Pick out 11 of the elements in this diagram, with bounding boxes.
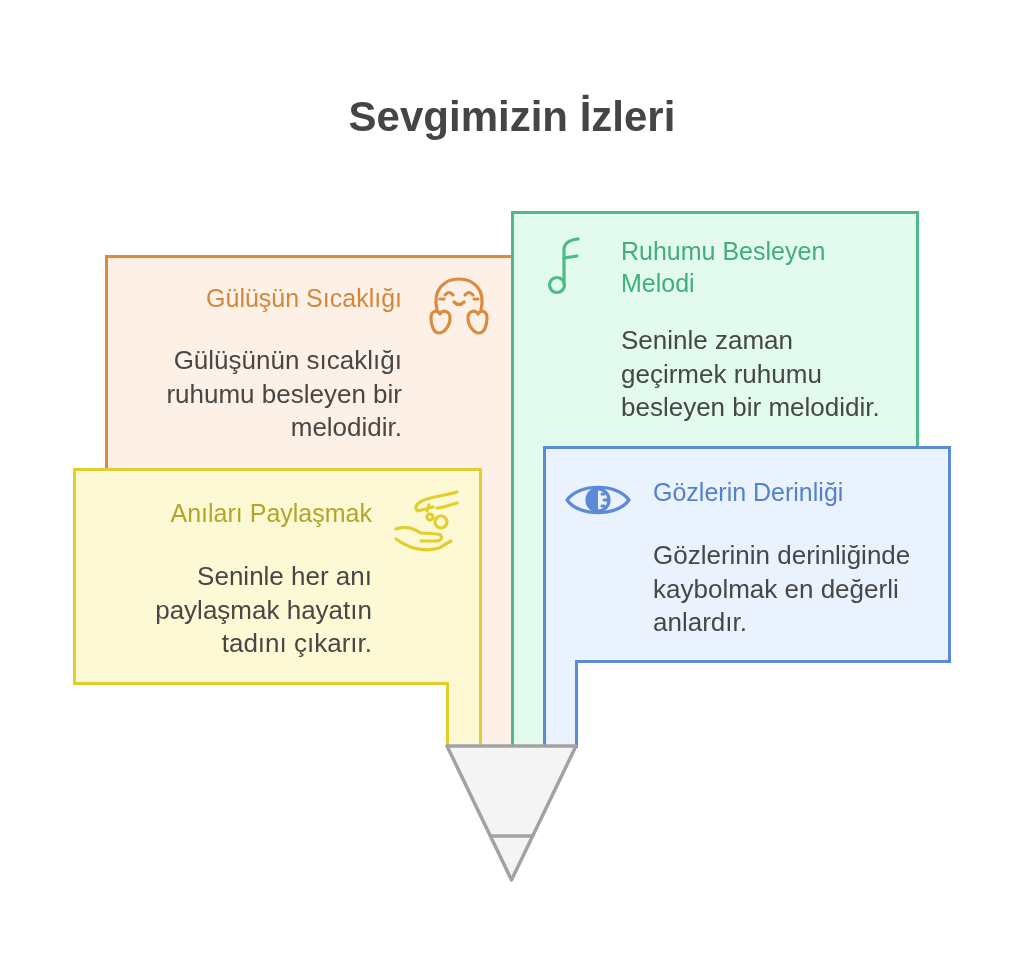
panel-heading: Anıları Paylaşmak [169, 498, 372, 529]
funnel-shape [444, 743, 579, 884]
panel-heading: Ruhumu Besleyen Melodi [621, 236, 827, 299]
panel-description: Seninle zaman geçirmek ruhumu besleyen bir melodidir. [621, 324, 881, 424]
panel-heading: Gözlerin Derinliği [653, 477, 845, 508]
panel-description: Gülüşünün sıcaklığı ruhumu besleyen bir melodidir. [165, 344, 402, 444]
panel-description: Seninle her anı paylaşmak hayatın tadını çıkarır. [154, 560, 372, 660]
panel [542, 445, 951, 748]
panel-description: Gözlerinin derinliğinde kaybolmak en değerli anlardır. [653, 539, 912, 639]
diagram-title: Sevgimizin İzleri [347, 92, 677, 142]
panel-heading: Gülüşün Sıcaklığı [205, 283, 402, 314]
